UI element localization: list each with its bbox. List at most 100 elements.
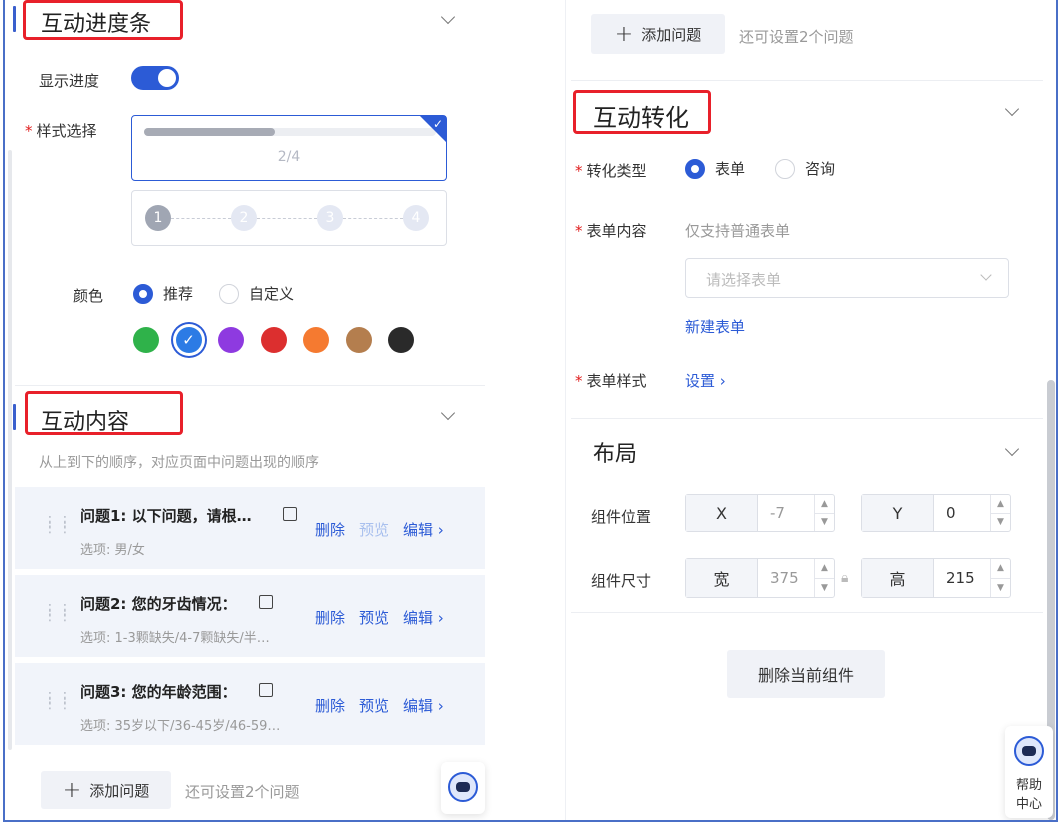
question-options: 选项: 1-3颗缺失/4-7颗缺失/半… (80, 631, 270, 646)
form-content-label: *表单内容 (575, 222, 647, 240)
stepper: ▲▼ (814, 495, 834, 531)
plus-icon: + (614, 21, 634, 47)
chevron-down-icon[interactable] (440, 9, 456, 25)
edit-icon[interactable] (283, 507, 297, 521)
delete-component-button[interactable]: 删除当前组件 (727, 650, 885, 698)
help-center-button[interactable]: 帮助 中心 (1005, 726, 1053, 818)
radio-icon (775, 158, 795, 179)
edit-link[interactable]: 编辑 › (403, 609, 444, 627)
color-mode-recommended[interactable]: 推荐 (133, 283, 193, 304)
robot-icon (448, 772, 478, 802)
conversion-type-consult[interactable]: 咨询 (775, 158, 835, 179)
column-divider (565, 0, 566, 820)
style-option-bar[interactable]: 2/4 ✓ (131, 115, 447, 181)
question-item[interactable]: ⋮⋮⋮⋮ 问题1: 以下问题，请根… 选项: 男/女 删除 预览 编辑 › (15, 487, 485, 569)
color-swatch[interactable] (218, 327, 244, 353)
right-panel: +添加问题 还可设置2个问题 互动转化 *转化类型 表单 咨询 *表单内容 仅支… (571, 0, 1055, 820)
field-key: 宽 (686, 559, 758, 597)
conversion-section-header[interactable]: 互动转化 (593, 98, 689, 133)
plus-icon: + (62, 777, 82, 803)
scrollbar[interactable] (8, 150, 12, 750)
section-title: 互动进度条 (41, 12, 152, 37)
lock-icon[interactable]: 🔒︎ (841, 570, 849, 586)
color-swatch[interactable] (260, 327, 287, 353)
chevron-down-icon (980, 269, 992, 281)
color-swatch[interactable] (303, 327, 329, 353)
field-key: Y (862, 495, 934, 531)
preview-link: 预览 (359, 521, 390, 539)
divider (571, 418, 1043, 419)
drag-handle-icon[interactable]: ⋮⋮⋮⋮ (43, 514, 73, 536)
edit-link[interactable]: 编辑 › (403, 697, 444, 715)
check-icon: ✓ (432, 117, 443, 131)
radio-icon (219, 283, 239, 304)
field-value: 215 (946, 569, 975, 587)
question-options: 选项: 35岁以下/36-45岁/46-59… (80, 719, 281, 734)
step-dot: 4 (403, 205, 429, 231)
progress-fill (144, 128, 276, 136)
layout-section-header[interactable]: 布局 (593, 436, 637, 468)
step-connector (171, 217, 231, 219)
form-content-hint: 仅支持普通表单 (685, 222, 791, 240)
color-swatch[interactable] (388, 327, 414, 353)
height-input[interactable]: 高 215 ▲▼ (861, 558, 1011, 598)
color-label: 颜色 (73, 287, 104, 305)
drag-handle-icon[interactable]: ⋮⋮⋮⋮ (43, 690, 73, 712)
help-widget-partial[interactable] (441, 762, 485, 814)
new-form-link[interactable]: 新建表单 (685, 318, 746, 336)
width-input[interactable]: 宽 375 ▲▼ (685, 558, 835, 598)
delete-link[interactable]: 删除 (315, 521, 346, 539)
add-question-button[interactable]: +添加问题 (41, 771, 171, 809)
position-label: 组件位置 (591, 508, 652, 526)
field-value: 375 (770, 569, 799, 587)
color-swatch[interactable] (133, 327, 159, 353)
help-label-line2: 中心 (1015, 797, 1042, 812)
add-question-hint: 还可设置2个问题 (739, 28, 854, 46)
form-style-link[interactable]: 设置 › (685, 372, 726, 390)
delete-link[interactable]: 删除 (315, 697, 346, 715)
field-key: 高 (862, 559, 934, 597)
form-select[interactable]: 请选择表单 (685, 258, 1009, 298)
field-value: -7 (770, 504, 785, 522)
progress-text: 2/4 (277, 149, 301, 165)
preview-link[interactable]: 预览 (359, 697, 390, 715)
add-question-button[interactable]: +添加问题 (591, 14, 725, 54)
stepper[interactable]: ▲▼ (990, 495, 1010, 531)
color-swatch[interactable] (345, 327, 372, 353)
question-item[interactable]: ⋮⋮⋮⋮ 问题3: 您的年龄范围： 选项: 35岁以下/36-45岁/46-59… (15, 663, 485, 745)
highlight-box (23, 0, 183, 40)
position-x-input[interactable]: X -7 ▲▼ (685, 494, 835, 532)
question-item[interactable]: ⋮⋮⋮⋮ 问题2: 您的牙齿情况： 选项: 1-3颗缺失/4-7颗缺失/半… 删… (15, 575, 485, 657)
help-label-line1: 帮助 (1015, 778, 1042, 793)
stepper[interactable]: ▲▼ (990, 559, 1010, 597)
chevron-down-icon[interactable] (1004, 101, 1020, 117)
section-marker (13, 6, 16, 32)
drag-handle-icon[interactable]: ⋮⋮⋮⋮ (43, 602, 73, 624)
progress-section-header[interactable]: 互动进度条 (41, 6, 151, 38)
chevron-down-icon[interactable] (440, 405, 456, 421)
color-mode-custom[interactable]: 自定义 (219, 283, 294, 304)
question-title: 问题2: 您的牙齿情况： (80, 595, 237, 613)
edit-link[interactable]: 编辑 › (403, 521, 444, 539)
color-swatch[interactable]: ✓ (175, 327, 202, 353)
conversion-type-label: *转化类型 (575, 162, 647, 180)
scrollbar[interactable] (1047, 380, 1055, 820)
show-progress-toggle[interactable] (131, 66, 179, 90)
highlight-box (573, 90, 711, 134)
select-placeholder: 请选择表单 (706, 271, 782, 289)
chevron-down-icon[interactable] (1004, 441, 1020, 457)
show-progress-label: 显示进度 (39, 72, 100, 90)
edit-icon[interactable] (259, 683, 273, 697)
highlight-box (25, 391, 183, 435)
position-y-input[interactable]: Y 0 ▲▼ (861, 494, 1011, 532)
check-icon: ✓ (182, 331, 195, 349)
step-dot: 1 (145, 205, 171, 231)
delete-link[interactable]: 删除 (315, 609, 346, 627)
conversion-type-form[interactable]: 表单 (685, 158, 745, 179)
content-section-header[interactable]: 互动内容 (41, 404, 129, 436)
edit-icon[interactable] (259, 595, 273, 609)
preview-link[interactable]: 预览 (359, 609, 390, 627)
